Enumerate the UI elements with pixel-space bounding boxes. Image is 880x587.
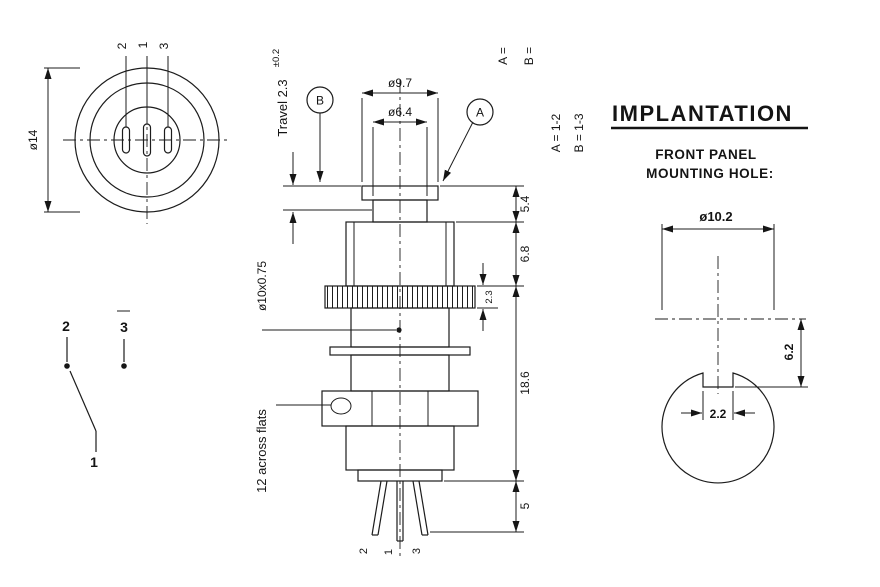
schematic-pin-1-label: 1 xyxy=(90,454,98,470)
implantation-title: IMPLANTATION xyxy=(612,101,793,126)
dimension-chain-right: 5.4 6.8 18.6 5 xyxy=(430,185,532,533)
dimension-diameter-6-4: ø6.4 xyxy=(372,105,428,196)
front-panel-label: FRONT PANEL xyxy=(655,147,757,162)
mounting-hole-outline xyxy=(661,372,775,484)
schematic-contact-2 xyxy=(64,363,70,369)
dimension-travel: Travel 2.3 ±0.2 xyxy=(271,49,372,244)
travel-label: Travel 2.3 xyxy=(275,79,290,136)
circle-b-label: B xyxy=(316,94,324,108)
front-view-pin-leaders xyxy=(125,56,169,127)
thread-callout: ø10x0.75 xyxy=(255,261,402,333)
front-view: 2 1 3 ø14 xyxy=(26,41,231,224)
circle-a-label: A xyxy=(476,106,484,120)
front-pin-label-1: 1 xyxy=(136,41,150,48)
front-pin-label-3: 3 xyxy=(157,42,171,49)
schematic-lever xyxy=(69,370,97,432)
dim-5-4-label: 5.4 xyxy=(518,195,532,212)
dimension-2-2: 2.2 xyxy=(681,391,755,421)
front-pin-label-2: 2 xyxy=(115,42,129,49)
hex-facet-ellipse xyxy=(330,397,352,415)
note-b-1-3: B = 1-3 xyxy=(572,113,586,152)
schematic-pin-3-label: 3 xyxy=(120,319,128,335)
diameter-6-4-label: ø6.4 xyxy=(388,105,412,119)
note-a-1-2: A = 1-2 xyxy=(549,114,563,153)
travel-tolerance-label: ±0.2 xyxy=(271,49,282,67)
side-pin-label-2: 2 xyxy=(358,548,370,554)
implantation-panel: IMPLANTATION FRONT PANEL MOUNTING HOLE: … xyxy=(611,101,808,484)
thread-leader-dot xyxy=(396,327,402,333)
side-pin-label-1: 1 xyxy=(383,549,395,555)
side-view: 2 1 3 xyxy=(321,80,479,558)
schematic-pin-2-label: 2 xyxy=(62,318,70,334)
dim-6-2-label: 6.2 xyxy=(782,343,796,360)
switch-body xyxy=(321,221,479,482)
schematic-contact-3 xyxy=(121,363,127,369)
diameter-9-7-label: ø9.7 xyxy=(388,76,412,90)
dim-2-2-label: 2.2 xyxy=(710,407,727,421)
dimension-diameter-14: ø14 xyxy=(26,67,80,213)
terminal-pins xyxy=(371,480,429,542)
schematic-symbol: 2 3 1 xyxy=(62,310,130,470)
dimension-diameter-9-7: ø9.7 xyxy=(361,76,439,182)
dimension-6-2: 6.2 xyxy=(735,319,808,388)
mounting-hole-drawing: ø10.2 6.2 2.2 xyxy=(655,209,808,484)
mounting-hole-label: MOUNTING HOLE: xyxy=(646,166,774,181)
dimension-hole-diameter: ø10.2 xyxy=(661,209,775,310)
across-flats-label: 12 across flats xyxy=(254,409,269,493)
diameter-14-label: ø14 xyxy=(26,129,40,150)
thread-label: ø10x0.75 xyxy=(255,261,269,311)
note-a-eq: A = xyxy=(496,47,510,65)
reference-letter-a: A xyxy=(442,98,494,182)
contact-mapping-notes: A = B = A = 1-2 B = 1-3 xyxy=(496,47,586,153)
dim-18-6-label: 18.6 xyxy=(518,371,532,395)
reference-letter-b: B xyxy=(306,86,334,182)
dim-6-8-label: 6.8 xyxy=(518,245,532,262)
across-flats-callout: 12 across flats xyxy=(254,404,331,493)
knurled-ring xyxy=(324,285,476,309)
hole-diameter-label: ø10.2 xyxy=(699,209,732,224)
dim-2-3-label: 2.3 xyxy=(484,290,495,303)
side-pin-label-3: 3 xyxy=(411,548,423,554)
base-plate xyxy=(357,469,443,482)
dimension-knurl-2-3: 2.3 xyxy=(477,263,498,331)
note-b-eq: B = xyxy=(522,47,536,65)
circle-a xyxy=(466,98,494,126)
dim-5-label: 5 xyxy=(518,502,532,509)
